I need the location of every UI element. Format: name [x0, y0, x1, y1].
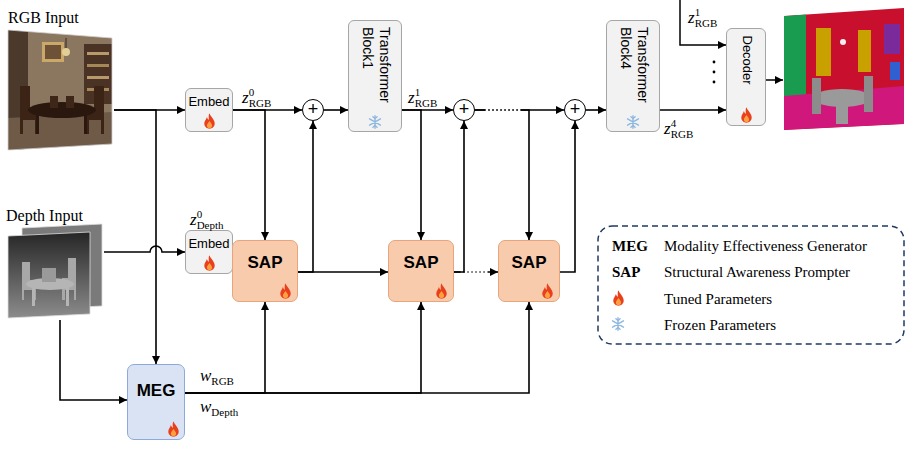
label-anchor: z4RGB [664, 113, 693, 144]
variable-label: wDepth [200, 397, 238, 422]
connector [586, 109, 606, 111]
box-label: MEG [137, 381, 176, 401]
ellipsis-dots [713, 61, 716, 84]
connector [454, 271, 498, 273]
connector [475, 110, 529, 240]
connector [402, 110, 421, 240]
legend-key: MEG [612, 237, 648, 255]
input-image: Depth Input [4, 204, 104, 320]
depth-images [8, 224, 102, 318]
rgb-photo [8, 28, 114, 152]
connector [60, 320, 127, 400]
output-arrow [766, 79, 783, 81]
sum-node: + [564, 99, 586, 121]
box-label: Transformer Block4 [617, 27, 651, 117]
sap-box: SAP [498, 240, 560, 302]
label-anchor: wRGB [200, 366, 234, 391]
transformer-block: Transformer Block1 [348, 20, 402, 132]
frozen-icon [370, 116, 381, 129]
variable-label: z4RGB [664, 113, 693, 144]
photo-frame [8, 30, 112, 150]
tuned-icon [168, 421, 178, 437]
input-label: Depth Input [6, 206, 83, 226]
sum-symbol: + [308, 100, 319, 118]
sap-box: SAP [388, 240, 454, 302]
legend-key: SAP [612, 263, 640, 281]
connector [560, 121, 575, 272]
box-label: SAP [404, 253, 439, 273]
box-label: Decoder [739, 35, 756, 95]
frozen-icon [628, 116, 639, 129]
connector [454, 121, 464, 272]
sum-node: + [453, 99, 475, 121]
label-anchor: MEG [612, 237, 648, 255]
tuned-icon [741, 107, 751, 123]
legend-text: Modality Effectiveness Generator [664, 237, 867, 255]
connector [114, 110, 156, 364]
sum-symbol: + [459, 100, 470, 118]
legend-frame [598, 226, 904, 344]
connector [185, 302, 265, 393]
box-label: SAP [512, 253, 547, 273]
skip-wire [680, 0, 726, 45]
legend-text: Structural Awareness Prompter [664, 263, 850, 281]
box-label: SAP [248, 253, 283, 273]
tuned-icon [280, 283, 290, 299]
meg-box: MEG [127, 364, 185, 440]
connector [298, 271, 388, 273]
variable-label: z1RGB [408, 82, 437, 113]
label-anchor: wDepth [200, 397, 238, 422]
variable-label: z1RGB [688, 2, 717, 33]
tuned-icon [204, 113, 214, 129]
sum-node: + [302, 99, 324, 121]
connector [660, 109, 726, 111]
legend-text: Frozen Parameters [664, 316, 776, 334]
tuned-icon [613, 290, 623, 306]
tuned-icon [204, 255, 214, 271]
frozen-icon [613, 318, 624, 331]
sap-box: SAP [232, 240, 298, 302]
tuned-icon [436, 283, 446, 299]
variable-label: z0Depth [190, 204, 224, 235]
connector [298, 121, 313, 272]
decoder-box: Decoder [726, 28, 766, 126]
legend-row: Frozen Parameters [664, 316, 776, 334]
input-label: RGB Input [8, 8, 79, 28]
segmentation-output [784, 6, 906, 132]
label-anchor: z0RGB [242, 82, 271, 113]
box-label: Embed [188, 235, 229, 252]
label-anchor: z0Depth [190, 204, 224, 235]
tuned-icon [542, 283, 552, 299]
embed-box: Embed [185, 230, 233, 274]
transformer-block: Transformer Block4 [606, 20, 660, 132]
variable-label: z0RGB [242, 82, 271, 113]
connector [185, 302, 529, 393]
embed-box: Embed [185, 88, 233, 132]
connector [104, 246, 185, 252]
legend-row: Structural Awareness Prompter [664, 263, 850, 281]
connector [185, 302, 421, 393]
input-image: RGB Input [6, 6, 114, 152]
legend-row: Modality Effectiveness Generator [664, 237, 867, 255]
box-label: Transformer Block1 [359, 27, 393, 117]
connector [324, 109, 348, 111]
legend-text: Tuned Parameters [664, 290, 772, 308]
label-anchor: SAP [612, 263, 640, 281]
legend-row: Tuned Parameters [664, 290, 772, 308]
sum-symbol: + [570, 100, 581, 118]
label-anchor: z1RGB [688, 2, 717, 33]
box-label: Embed [188, 93, 229, 110]
label-anchor: z1RGB [408, 82, 437, 113]
connector [233, 110, 265, 240]
variable-label: wRGB [200, 366, 234, 391]
